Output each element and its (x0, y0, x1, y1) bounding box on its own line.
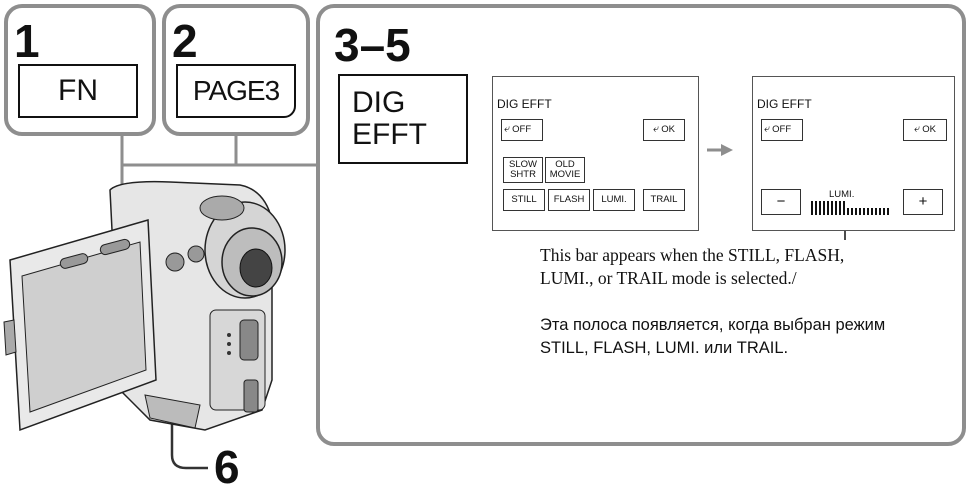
return-icon: ⤶ (653, 123, 660, 136)
level-tick (875, 208, 877, 215)
dig-efft-line1: DIG (352, 86, 406, 119)
step1-number: 1 (14, 15, 40, 67)
mode-still-label: STILL (511, 194, 537, 206)
old-movie-line2: MOVIE (549, 169, 581, 180)
level-tick (811, 201, 813, 215)
page3-label: PAGE3 (192, 75, 280, 106)
dig-efft-adjust-screen: DIG EFFT ⤶OFF ⤶OK − + LUMI. (752, 76, 955, 231)
old-movie-line1: OLD (555, 159, 575, 171)
level-tick (827, 201, 829, 215)
dig-efft-button[interactable]: DIG EFFT (338, 74, 468, 164)
plus-button[interactable]: + (903, 189, 943, 215)
step2-number: 2 (172, 15, 198, 67)
adjust-off-button[interactable]: ⤶OFF (761, 119, 803, 141)
level-tick (883, 208, 885, 215)
dig-efft-line2: EFFT (352, 118, 427, 151)
menu-ok-button[interactable]: ⤶OK (643, 119, 685, 141)
lumi-level-bar[interactable] (811, 201, 891, 215)
slow-shtr-line2: SHTR (510, 169, 536, 180)
level-tick (823, 201, 825, 215)
caption-english: This bar appears when the STILL, FLASH, … (540, 245, 845, 288)
mode-trail-button[interactable]: TRAIL (643, 189, 685, 211)
adjust-screen-title: DIG EFFT (757, 97, 812, 111)
adjust-off-label: OFF (772, 124, 792, 136)
caption-russian: Эта полоса появляется, когда выбран режи… (540, 316, 886, 357)
menu-ok-label: OK (661, 124, 675, 136)
minus-button[interactable]: − (761, 189, 801, 215)
slow-shtr-line1: SLOW (509, 159, 537, 171)
menu-screen-title: DIG EFFT (497, 97, 552, 111)
mode-trail-label: TRAIL (650, 194, 678, 206)
level-tick (887, 208, 889, 215)
adjust-ok-label: OK (922, 124, 936, 136)
level-tick (859, 208, 861, 215)
adjust-ok-button[interactable]: ⤶OK (903, 119, 947, 141)
fn-label: FN (58, 74, 98, 107)
level-tick (879, 208, 881, 215)
level-tick (819, 201, 821, 215)
return-icon: ⤶ (504, 123, 511, 136)
page3-button[interactable]: PAGE3 (176, 64, 296, 118)
old-movie-button[interactable]: OLD MOVIE (545, 157, 585, 183)
level-tick (871, 208, 873, 215)
minus-label: − (776, 193, 786, 211)
fn-button[interactable]: FN (18, 64, 138, 118)
level-tick (839, 201, 841, 215)
slow-shtr-button[interactable]: SLOW SHTR (503, 157, 543, 183)
level-tick (831, 201, 833, 215)
menu-off-button[interactable]: ⤶OFF (501, 119, 543, 141)
return-icon: ⤶ (764, 123, 771, 136)
level-tick (835, 201, 837, 215)
level-tick (843, 201, 845, 215)
lumi-bar-label: LUMI. (829, 189, 855, 200)
mode-lumi-button[interactable]: LUMI. (593, 189, 635, 211)
mode-flash-button[interactable]: FLASH (548, 189, 590, 211)
mode-flash-label: FLASH (553, 194, 585, 206)
camcorder-illustration (3, 180, 286, 432)
menu-off-label: OFF (512, 124, 532, 136)
dig-efft-menu-screen: DIG EFFT ⤶OFF ⤶OK SLOW SHTR OLD MOVIE ST… (492, 76, 699, 231)
mode-lumi-label: LUMI. (601, 194, 627, 206)
level-tick (863, 208, 865, 215)
level-tick (815, 201, 817, 215)
mode-still-button[interactable]: STILL (503, 189, 545, 211)
step6-number: 6 (214, 441, 240, 493)
level-tick (847, 208, 849, 215)
return-icon: ⤶ (914, 123, 921, 136)
level-tick (855, 208, 857, 215)
level-tick (851, 208, 853, 215)
level-tick (867, 208, 869, 215)
step3-5-number: 3–5 (334, 19, 411, 71)
plus-label: + (918, 193, 928, 211)
